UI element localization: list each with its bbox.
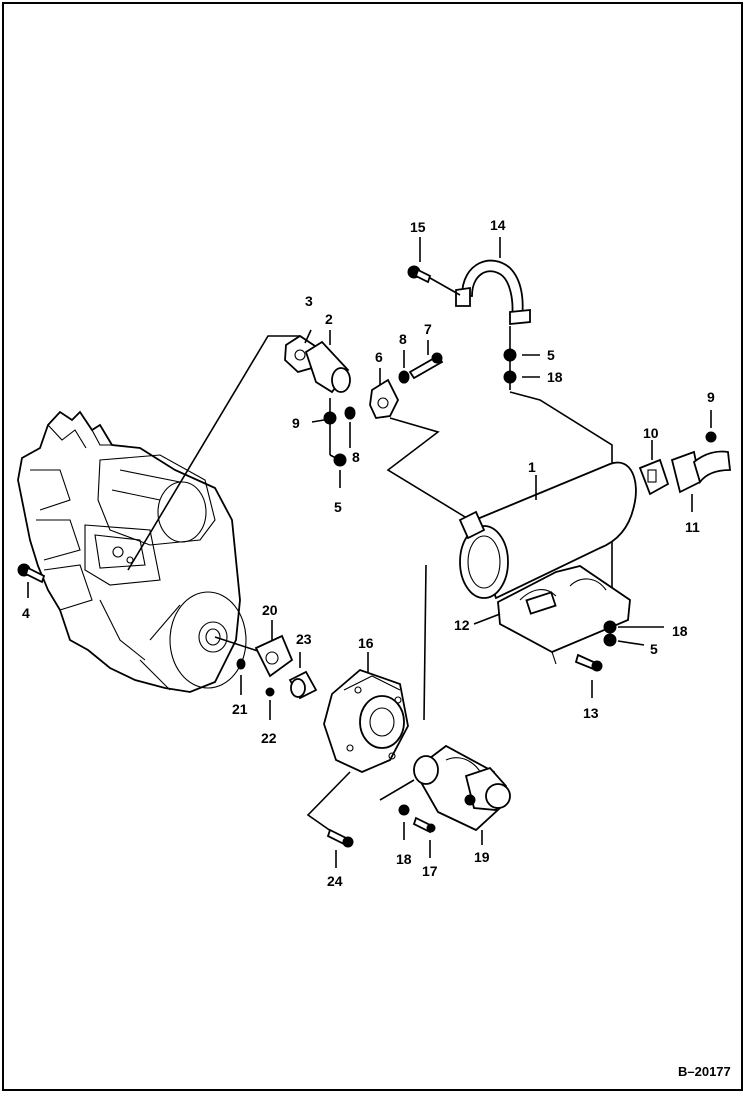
exhaust-pipe-2 [304, 329, 351, 394]
callout-10: 10 [643, 425, 659, 441]
callout-5-right: 5 [650, 641, 658, 657]
bolt-7 [408, 340, 444, 380]
callout-12: 12 [454, 617, 470, 633]
washer-18-pump [398, 804, 410, 840]
hardware-18-5-right [603, 620, 664, 647]
callout-5-left: 5 [334, 499, 342, 515]
callout-6: 6 [375, 349, 383, 365]
exhaust-elbow-11 [670, 450, 732, 512]
callout-9-right: 9 [707, 389, 715, 405]
callout-labels: 1 2 3 4 5 5 5 6 7 8 8 9 9 10 11 12 13 14… [22, 217, 715, 889]
hardware-stack-left [311, 398, 356, 488]
engine-assembly [17, 410, 247, 693]
nut-9-right [705, 410, 717, 443]
pump-mount-flange-16 [323, 652, 409, 773]
coupler-insert-23 [288, 652, 318, 700]
callout-7: 7 [424, 321, 432, 337]
callout-8-bottom: 8 [352, 449, 360, 465]
muffler-mount-12 [473, 565, 631, 665]
callout-11: 11 [685, 519, 700, 535]
bolt-17 [412, 816, 436, 858]
callout-8-top: 8 [399, 331, 407, 347]
callout-4: 4 [22, 605, 30, 621]
bolt-24 [326, 828, 354, 868]
callout-14: 14 [490, 217, 506, 233]
bolt-4 [17, 563, 46, 598]
bolt-13 [574, 653, 603, 698]
leader-flange-bolt [306, 771, 351, 837]
callout-15: 15 [410, 219, 426, 235]
leader-engine-exhaust [127, 335, 300, 571]
callout-19: 19 [474, 849, 490, 865]
callout-23: 23 [296, 631, 312, 647]
callout-20: 20 [262, 602, 278, 618]
callout-24: 24 [327, 873, 343, 889]
callout-17: 17 [422, 863, 438, 879]
gasket-10 [638, 440, 670, 496]
callout-18-top: 18 [547, 369, 563, 385]
hydraulic-pump-19 [379, 744, 511, 845]
coupler-20 [254, 620, 294, 678]
callout-2: 2 [325, 311, 333, 327]
callout-22: 22 [261, 730, 277, 746]
callout-1: 1 [528, 459, 536, 475]
leader-muffler-flange [423, 564, 427, 721]
callout-13: 13 [583, 705, 599, 721]
callout-3: 3 [305, 293, 313, 309]
callout-16: 16 [358, 635, 374, 651]
leader-bracket-muffler [386, 417, 471, 521]
muffler-1 [458, 461, 637, 600]
washer-8 [398, 350, 410, 384]
setscrew-21 [236, 658, 246, 695]
callout-9-left: 9 [292, 415, 300, 431]
screw-22 [265, 687, 275, 720]
callout-21: 21 [232, 701, 248, 717]
callout-5-top: 5 [547, 347, 555, 363]
callout-18-pump: 18 [396, 851, 412, 867]
drawing-reference-number: B–20177 [678, 1064, 731, 1079]
muffler-clamp-14 [455, 237, 531, 325]
callout-18-right: 18 [672, 623, 688, 639]
bracket-6 [369, 368, 400, 419]
bolt-15 [407, 237, 461, 296]
